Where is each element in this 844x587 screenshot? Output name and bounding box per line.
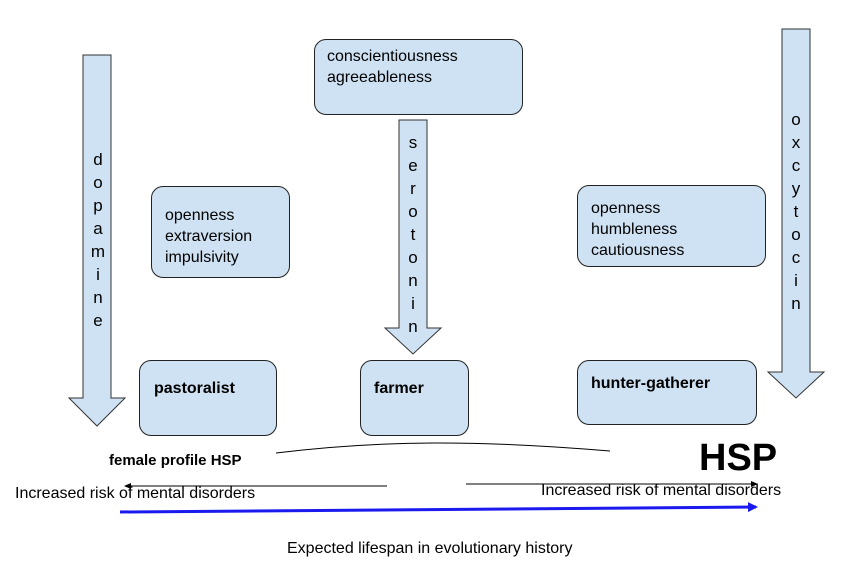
serotonin-letter: r <box>410 179 416 198</box>
dopamine-arrow <box>67 54 127 427</box>
serotonin-letter: o <box>408 248 418 267</box>
trait-text: humbleness <box>591 221 678 238</box>
trait-text: agreeableness <box>327 69 432 86</box>
trait-text: conscientiousness <box>327 48 458 65</box>
right-traits-box: openness humbleness cautiousness <box>577 185 766 267</box>
risk-right-arrowhead <box>751 481 758 487</box>
risk-right-label: Increased risk of mental disorders <box>541 482 782 499</box>
risk-left-label: Increased risk of mental disorders <box>15 485 256 502</box>
serotonin-letter: t <box>410 225 416 244</box>
oxcytocin-letter: o <box>791 110 801 129</box>
dopamine-letter: a <box>93 219 103 238</box>
dopamine-letter: n <box>93 288 103 307</box>
trait-text: impulsivity <box>165 249 239 266</box>
trait-text: openness <box>591 200 661 217</box>
hunter-gatherer-box: hunter-gatherer <box>577 360 757 425</box>
trait-text: openness <box>165 207 235 224</box>
serotonin-letter: i <box>411 294 415 313</box>
dopamine-letter: d <box>93 150 103 169</box>
oxcytocin-letter: y <box>791 179 801 198</box>
dopamine-letter: i <box>96 265 100 284</box>
dopamine-letter: e <box>93 311 103 330</box>
oxcytocin-letter: t <box>793 202 799 221</box>
oxcytocin-letter: c <box>791 156 801 175</box>
risk-left-arrowhead <box>124 483 131 489</box>
hsp-label: HSP <box>699 437 778 479</box>
farmer-box: farmer <box>360 360 469 436</box>
oxcytocin-letter: o <box>791 225 801 244</box>
serotonin-letter: s <box>408 133 418 152</box>
wavy-connector-line <box>275 442 611 454</box>
pastoralist-label: pastoralist <box>154 380 235 397</box>
serotonin-letter: o <box>408 202 418 221</box>
trait-text: extraversion <box>165 228 253 245</box>
oxcytocin-letter: n <box>791 294 801 313</box>
dopamine-label: d o p a m i n e <box>86 148 110 332</box>
serotonin-letter: n <box>408 271 418 290</box>
lifespan-label: Expected lifespan in evolutionary histor… <box>287 540 573 557</box>
serotonin-arrow <box>383 119 443 355</box>
pastoralist-box: pastoralist <box>139 360 277 436</box>
lifespan-arrow <box>119 502 758 514</box>
serotonin-letter: e <box>408 156 418 175</box>
hunter-gatherer-label: hunter-gatherer <box>591 375 711 392</box>
left-traits-box: openness extraversion impulsivity <box>151 186 290 278</box>
dopamine-letter: o <box>93 173 103 192</box>
oxcytocin-letter: x <box>791 133 801 152</box>
serotonin-letter: n <box>408 317 418 336</box>
female-profile-label: female profile HSP <box>109 452 242 469</box>
oxcytocin-label: o x c y t o c i n <box>784 108 808 315</box>
oxcytocin-letter: c <box>791 248 801 267</box>
top-traits-box: conscientiousness agreeableness <box>314 39 523 115</box>
farmer-label: farmer <box>374 380 424 397</box>
serotonin-label: s e r o t o n i n <box>401 131 425 338</box>
dopamine-letter: m <box>90 242 106 261</box>
dopamine-letter: p <box>93 196 103 215</box>
oxcytocin-arrow <box>766 28 826 399</box>
trait-text: cautiousness <box>591 242 685 259</box>
oxcytocin-letter: i <box>794 271 798 290</box>
